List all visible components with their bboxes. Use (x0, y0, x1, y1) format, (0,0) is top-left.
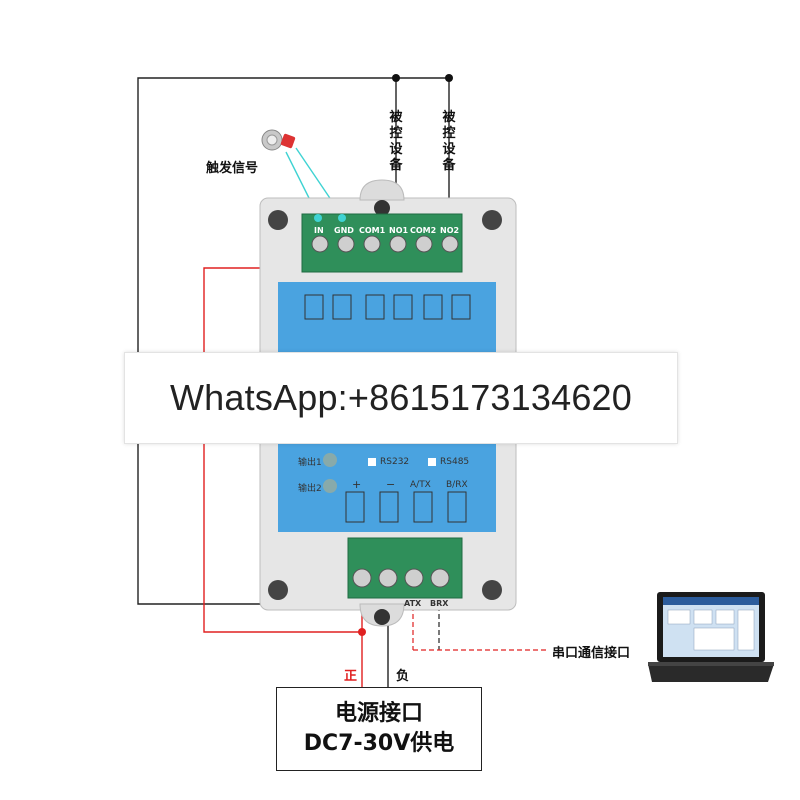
output1-label: 输出1 (298, 458, 322, 468)
minus-label: − (386, 478, 396, 491)
controlled-device-label-2: 被控设备 (442, 110, 456, 173)
terminal-label-in: IN (314, 226, 324, 235)
brx-panel-label: B/RX (446, 480, 468, 490)
sensor-icon (261, 129, 296, 151)
rs232-label: RS232 (380, 457, 410, 467)
terminal-label-brx: BRX (430, 599, 449, 608)
terminal-label-com1: COM1 (359, 226, 386, 235)
controlled-device-label-1: 被控设备 (389, 110, 403, 173)
terminal-label-no2: NO2 (440, 226, 460, 235)
laptop-icon (648, 592, 774, 682)
negative-label: 负 (396, 669, 410, 684)
output2-label: 输出2 (298, 484, 322, 494)
terminal-label-gnd: GND (334, 226, 354, 235)
watermark-text: WhatsApp:+8615173134620 (170, 377, 632, 418)
terminal-label-com2: COM2 (410, 226, 437, 235)
power-supply-spec: DC7-30V供电 (303, 731, 455, 756)
terminal-label-no1: NO1 (389, 226, 409, 235)
plus-label: + (352, 478, 362, 491)
power-interface-box: 电源接口 DC7-30V供电 (276, 687, 482, 771)
serial-port-label: 串口通信接口 (552, 646, 631, 661)
rs485-label: RS485 (440, 457, 470, 467)
positive-label: 正 (344, 669, 358, 684)
watermark-banner: WhatsApp:+8615173134620 (124, 352, 678, 444)
terminal-label-atx: ATX (404, 599, 422, 608)
atx-panel-label: A/TX (410, 480, 431, 490)
power-interface-title: 电源接口 (334, 701, 423, 726)
trigger-signal-label: 触发信号 (206, 161, 259, 176)
